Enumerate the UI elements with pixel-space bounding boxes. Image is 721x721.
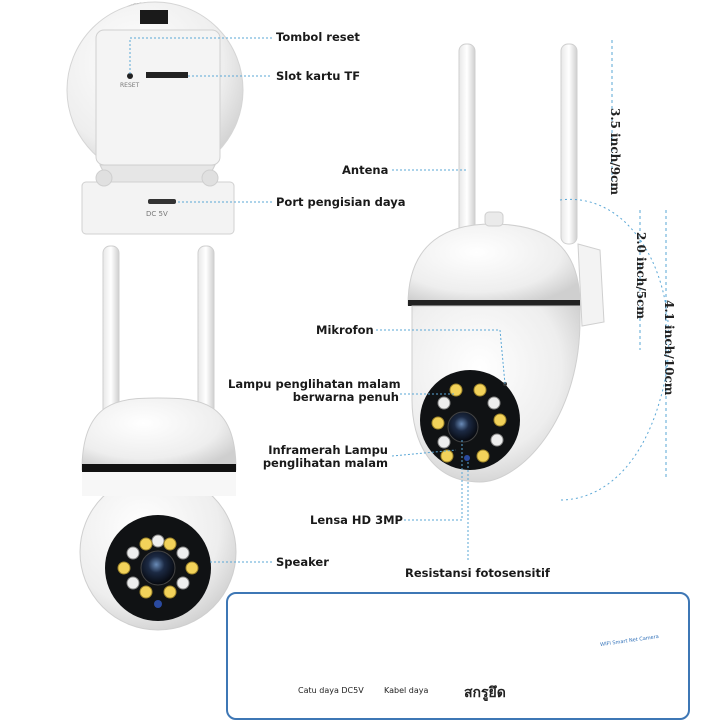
caption-screws: สกรูยึด: [464, 685, 506, 701]
label-power-port: Port pengisian daya: [276, 195, 406, 209]
package-contents-frame: [226, 592, 690, 720]
label-antenna: Antena: [342, 163, 389, 177]
side-lens: [447, 411, 479, 443]
front-lens: [140, 550, 176, 586]
label-speaker: Speaker: [276, 555, 329, 569]
power-port: [148, 199, 176, 204]
caption-adapter: Catu daya DC5V: [298, 686, 364, 695]
label-reset-button: Tombol reset: [276, 30, 360, 44]
reset-hole: [127, 73, 133, 79]
tf-slot: [146, 72, 188, 78]
dim-antenna-height: 3.5 inch/9cm: [608, 108, 622, 196]
caption-cable: Kabel daya: [384, 686, 429, 695]
dim-head-height: 2.0 inch/5cm: [634, 232, 648, 320]
label-infrared-night-light-1: Inframerah Lampu: [268, 443, 388, 457]
camera-front-view: [79, 245, 237, 631]
dim-total-height: 4.1 inch/10cm: [662, 300, 676, 396]
label-tf-slot: Slot kartu TF: [276, 69, 361, 83]
label-photosensitive: Resistansi fotosensitif: [405, 566, 550, 580]
label-full-color-night-light-1: Lampu penglihatan malam: [228, 377, 401, 391]
dimension-lines: [559, 40, 670, 501]
label-infrared-night-light-2: penglihatan malam: [262, 456, 388, 470]
label-microphone: Mikrofon: [316, 323, 374, 337]
reset-mark: RESET: [120, 82, 140, 89]
leader-lines: [129, 37, 506, 563]
camera-back-view: [66, 1, 244, 235]
camera-side-view: [407, 43, 605, 483]
dc-mark: DC 5V: [146, 210, 168, 218]
label-hd-lens: Lensa HD 3MP: [310, 513, 403, 527]
label-full-color-night-light-2: berwarna penuh: [292, 390, 399, 404]
